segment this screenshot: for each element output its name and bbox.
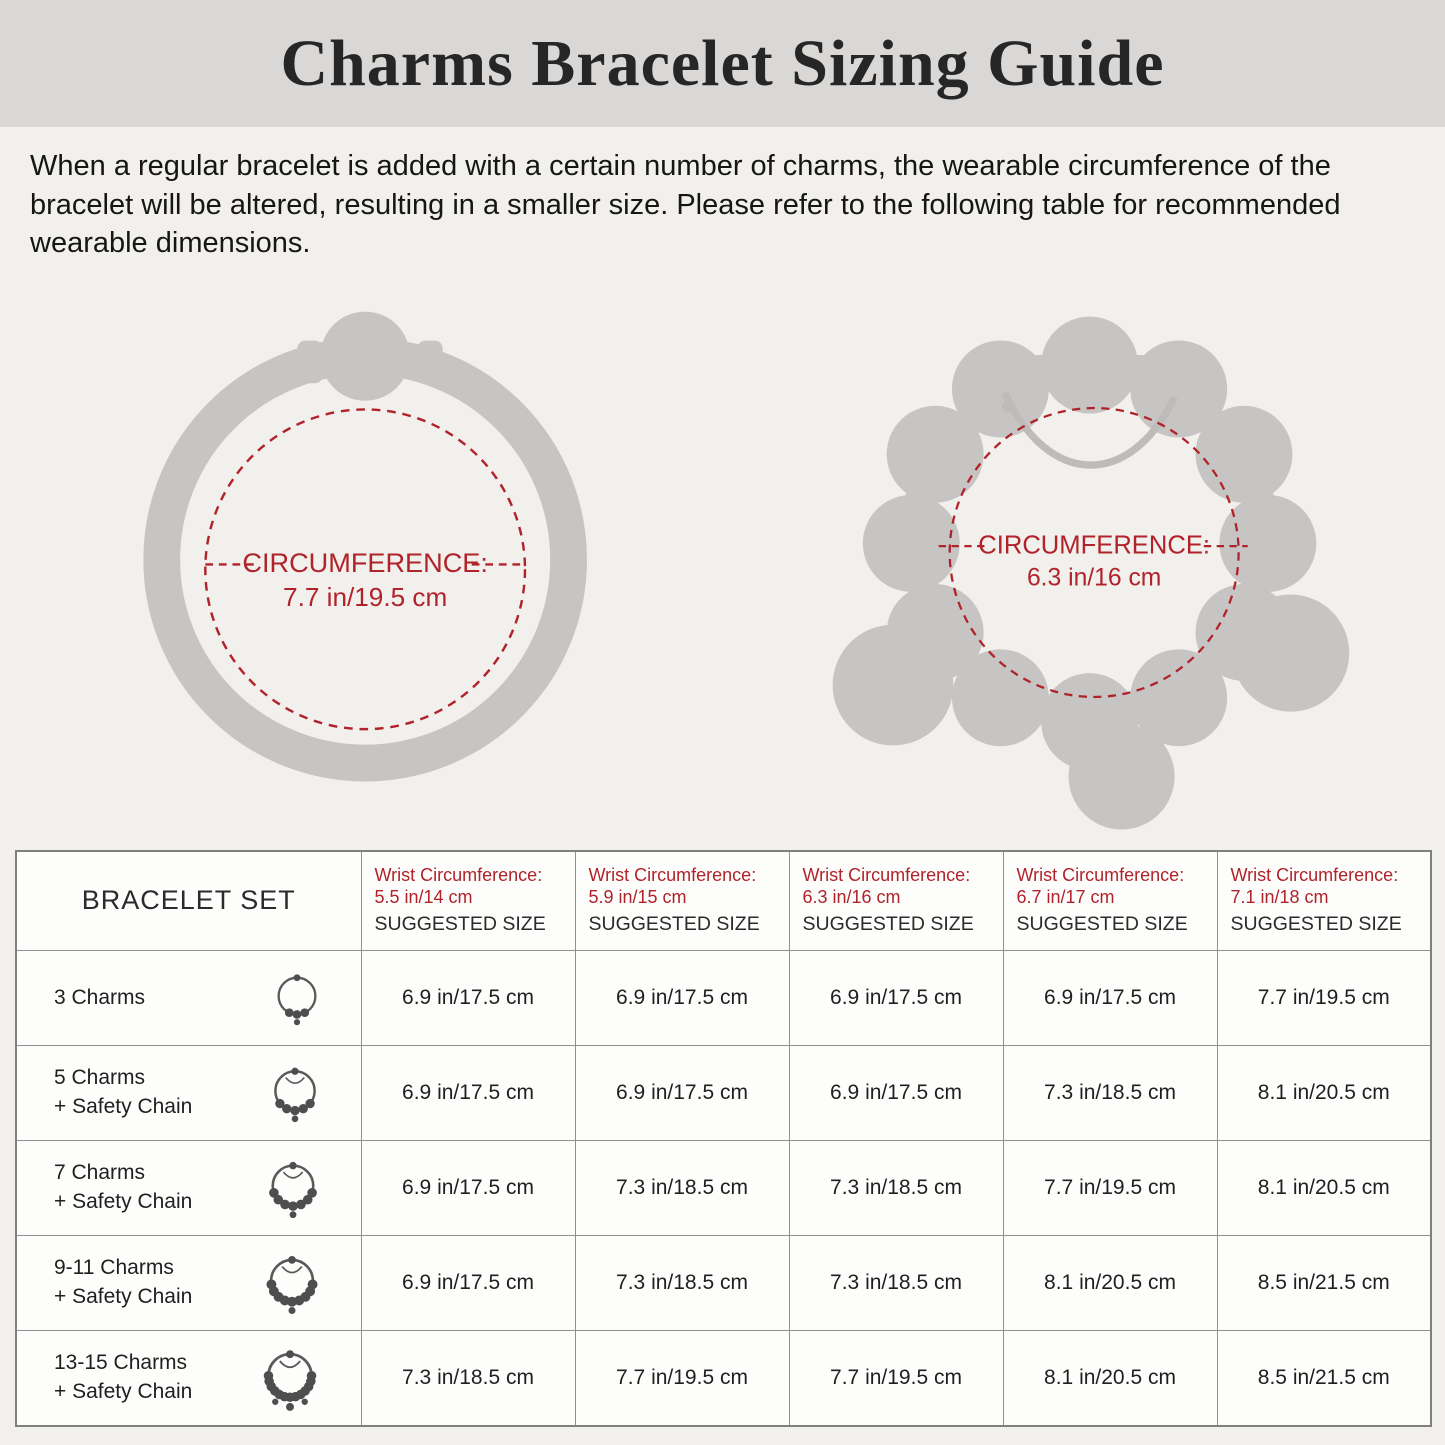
set-label: 13-15 Charms + Safety Chain: [54, 1351, 193, 1403]
wrist-circumference-label: Wrist Circumference:: [588, 864, 757, 885]
size-cell: 8.1 in/20.5 cm: [1002, 1329, 1218, 1427]
circumference-dashed-circle: [204, 407, 527, 731]
suggested-size-label: SUGGESTED SIZE: [1230, 912, 1402, 935]
suggested-size-label: SUGGESTED SIZE: [588, 912, 760, 935]
header-banner: Charms Bracelet Sizing Guide: [0, 0, 1445, 127]
size-cell: 8.1 in/20.5 cm: [1002, 1234, 1218, 1331]
circumference-label: CIRCUMFERENCE:: [242, 547, 487, 578]
table-header-row: BRACELET SET Wrist Circumference: 5.5 in…: [15, 850, 1432, 951]
plain-bracelet-diagram: CIRCUMFERENCE: 7.7 in/19.5 cm: [60, 269, 680, 826]
bracelet-set-icon: [265, 1255, 318, 1314]
column-header-5: Wrist Circumference: 7.1 in/18 cm SUGGES…: [1216, 850, 1432, 951]
column-header-1: Wrist Circumference: 5.5 in/14 cm SUGGES…: [360, 850, 576, 951]
set-label: 3 Charms: [54, 985, 146, 1009]
bracelet-set-header: BRACELET SET: [15, 850, 362, 951]
set-label: 7 Charms + Safety Chain: [54, 1161, 193, 1213]
size-cell: 6.9 in/17.5 cm: [360, 1234, 576, 1331]
size-cell: 7.7 in/19.5 cm: [788, 1329, 1004, 1427]
set-label: 9-11 Charms + Safety Chain: [54, 1256, 193, 1308]
safety-chain-clasp: [1001, 399, 1015, 413]
charm-bracelet-illustration: CIRCUMFERENCE: 6.3 in/16 cm: [832, 316, 1350, 830]
circumference-value: 6.3 in/16 cm: [1027, 564, 1161, 591]
column-header-3: Wrist Circumference: 6.3 in/16 cm SUGGES…: [788, 850, 1004, 951]
column-header-2: Wrist Circumference: 5.9 in/15 cm SUGGES…: [574, 850, 790, 951]
suggested-size-label: SUGGESTED SIZE: [1016, 912, 1188, 935]
set-label: 5 Charms + Safety Chain: [54, 1066, 193, 1118]
wrist-circumference-value: 5.5 in/14 cm: [374, 886, 473, 907]
wrist-circumference-label: Wrist Circumference:: [1230, 864, 1399, 885]
circumference-value: 7.7 in/19.5 cm: [283, 582, 447, 612]
bracelet-clasp-link-right: [417, 340, 443, 383]
circumference-label: CIRCUMFERENCE:: [978, 531, 1210, 559]
table-row: 3 Charms 6.9 in/17.5 cm 6.9 in/17.5 cm 6…: [15, 949, 1432, 1046]
charm-beads: [862, 316, 1317, 770]
size-cell: 6.9 in/17.5 cm: [360, 1044, 576, 1141]
size-cell: 6.9 in/17.5 cm: [360, 949, 576, 1046]
bracelet-set-icon: [263, 1349, 316, 1411]
page-title: Charms Bracelet Sizing Guide: [280, 26, 1165, 100]
wrist-circumference-value: 6.3 in/16 cm: [802, 886, 901, 907]
charm-bracelet-diagram: CIRCUMFERENCE: 6.3 in/16 cm: [765, 269, 1405, 836]
circumference-dashed-circle: [948, 406, 1240, 698]
size-cell: 7.3 in/18.5 cm: [788, 1234, 1004, 1331]
size-cell: 6.9 in/17.5 cm: [360, 1139, 576, 1236]
bracelet-set-icon: [276, 974, 317, 1025]
size-cell: 7.7 in/19.5 cm: [1216, 949, 1432, 1046]
size-cell: 7.7 in/19.5 cm: [1002, 1139, 1218, 1236]
size-cell: 6.9 in/17.5 cm: [574, 949, 790, 1046]
suggested-size-label: SUGGESTED SIZE: [374, 912, 546, 935]
wrist-circumference-value: 6.7 in/17 cm: [1016, 886, 1115, 907]
table-row: 7 Charms + Safety Chain: [15, 1139, 1432, 1236]
wrist-circumference-value: 7.1 in/18 cm: [1230, 886, 1329, 907]
size-cell: 6.9 in/17.5 cm: [1002, 949, 1218, 1046]
dangle-charms: [832, 594, 1350, 830]
size-cell: 7.3 in/18.5 cm: [574, 1139, 790, 1236]
size-cell: 6.9 in/17.5 cm: [574, 1044, 790, 1141]
table-row: 5 Charms + Safety Chain: [15, 1044, 1432, 1141]
bracelet-clasp-link-left: [297, 340, 323, 383]
wrist-circumference-label: Wrist Circumference:: [374, 864, 543, 885]
column-header-4: Wrist Circumference: 6.7 in/17 cm SUGGES…: [1002, 850, 1218, 951]
intro-paragraph: When a regular bracelet is added with a …: [30, 150, 1341, 260]
size-cell: 8.5 in/21.5 cm: [1216, 1329, 1432, 1427]
bracelet-set-icon: [273, 1067, 316, 1122]
table-row: 13-15 Charms + Safety Chain: [15, 1329, 1432, 1427]
wrist-circumference-label: Wrist Circumference:: [1016, 864, 1185, 885]
wrist-circumference-value: 5.9 in/15 cm: [588, 886, 687, 907]
size-cell: 6.9 in/17.5 cm: [788, 949, 1004, 1046]
size-cell: 7.3 in/18.5 cm: [360, 1329, 576, 1427]
wrist-circumference-label: Wrist Circumference:: [802, 864, 971, 885]
safety-chain: [1001, 390, 1178, 469]
size-cell: 8.1 in/20.5 cm: [1216, 1139, 1432, 1236]
diagrams-section: CIRCUMFERENCE: 7.7 in/19.5 cm: [0, 263, 1445, 836]
suggested-size-label: SUGGESTED SIZE: [802, 912, 974, 935]
size-cell: 6.9 in/17.5 cm: [788, 1044, 1004, 1141]
size-cell: 8.1 in/20.5 cm: [1216, 1044, 1432, 1141]
table-row: 9-11 Charms + Safety Chain: [15, 1234, 1432, 1331]
size-cell: 7.3 in/18.5 cm: [574, 1234, 790, 1331]
sizing-table: BRACELET SET Wrist Circumference: 5.5 in…: [15, 849, 1432, 1427]
size-cell: 7.3 in/18.5 cm: [1002, 1044, 1218, 1141]
size-cell: 7.3 in/18.5 cm: [788, 1139, 1004, 1236]
size-cell: 7.7 in/19.5 cm: [574, 1329, 790, 1427]
plain-bracelet-illustration: CIRCUMFERENCE: 7.7 in/19.5 cm: [143, 311, 587, 782]
bracelet-set-icon: [268, 1161, 317, 1218]
bracelet-clasp: [320, 311, 410, 401]
size-cell: 8.5 in/21.5 cm: [1216, 1234, 1432, 1331]
